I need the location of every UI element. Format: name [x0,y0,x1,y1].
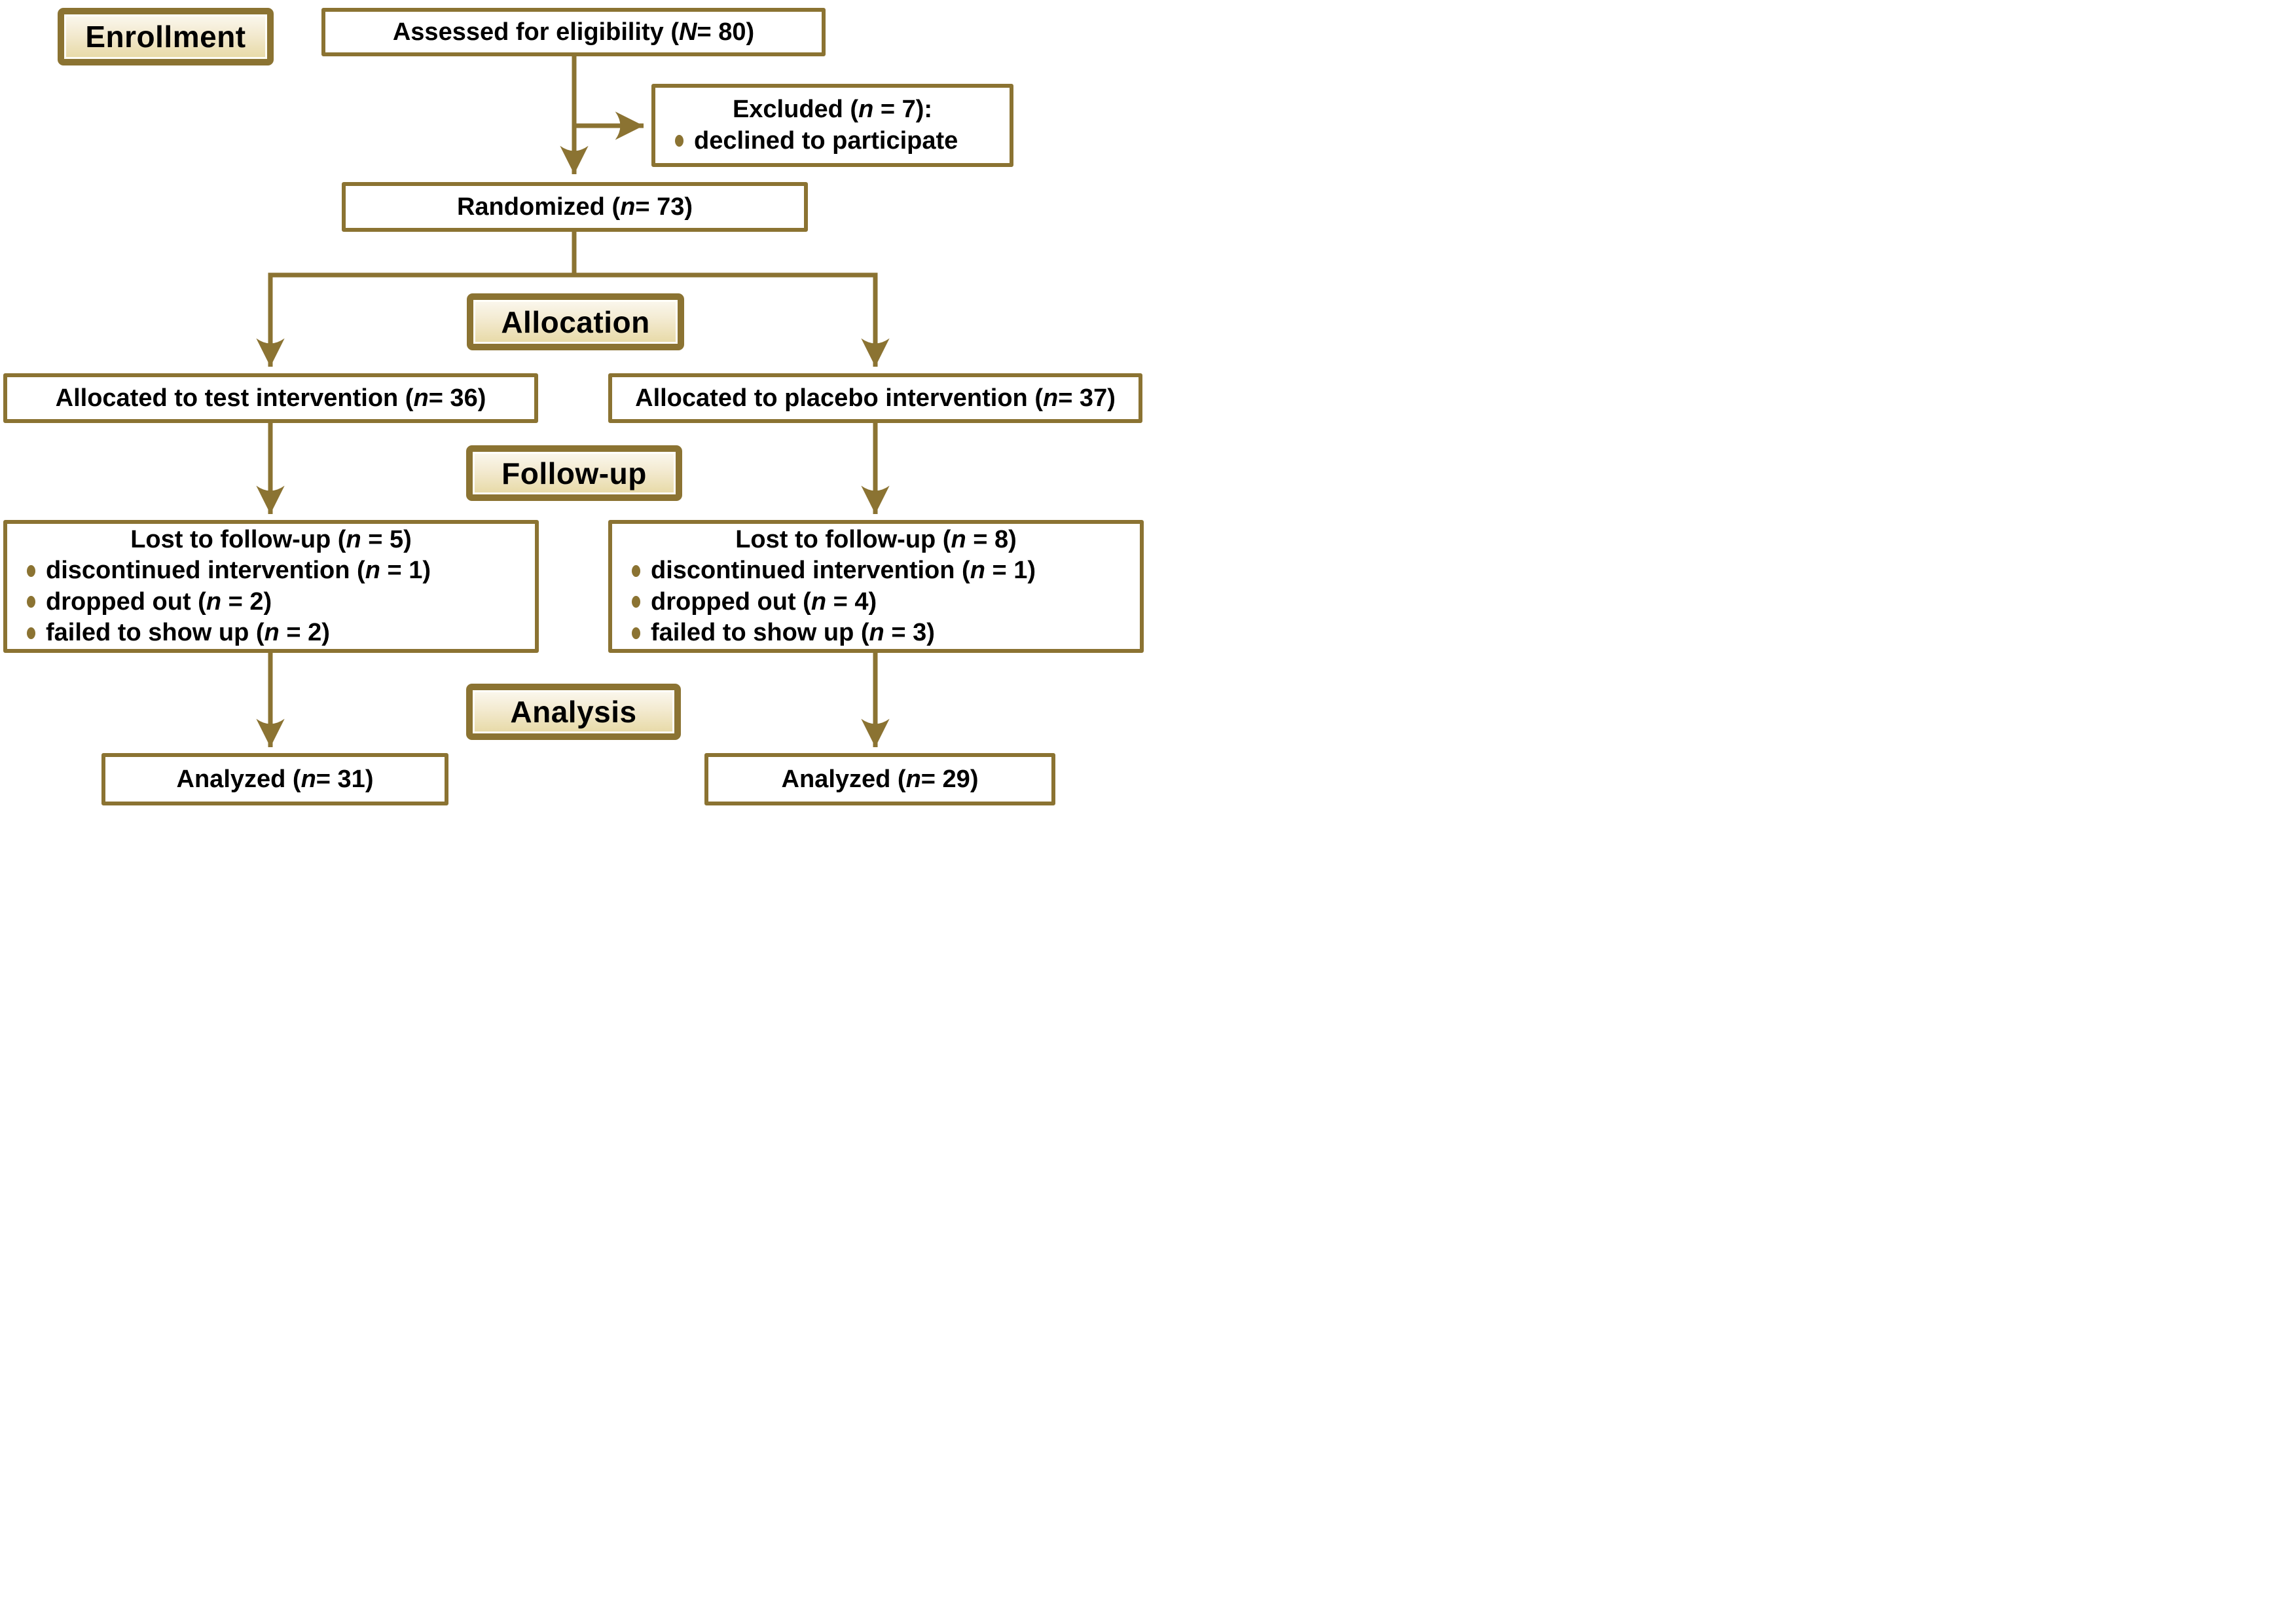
stage-label-allocation: Allocation [467,293,684,350]
box-assessed-eligibility: Assessed for eligibility (N = 80) [321,8,826,56]
stage-label-analysis-text: Analysis [510,695,637,729]
box-lost-followup-test: Lost to follow-up (n = 5) discontinued i… [3,520,539,653]
box-allocated-placebo: Allocated to placebo intervention (n = 3… [608,373,1142,423]
bullet-icon [632,627,640,639]
consort-flow-diagram: Enrollment Allocation Follow-up Analysis… [0,0,1148,812]
lost-placebo-item: discontinued intervention (n = 1) [619,555,1133,587]
excluded-reason-text: declined to participate [694,126,958,155]
stage-label-allocation-text: Allocation [501,304,650,339]
lost-placebo-item: failed to show up (n = 3) [619,618,1133,649]
stage-label-followup: Follow-up [466,445,682,501]
assessed-nvar: N [679,18,697,46]
lost-test-item: discontinued intervention (n = 1) [14,555,528,587]
box-lost-followup-placebo: Lost to follow-up (n = 8) discontinued i… [608,520,1144,653]
box-allocated-test: Allocated to test intervention (n = 36) [3,373,538,423]
stage-label-followup-text: Follow-up [501,456,647,490]
lost-placebo-title: Lost to follow-up (n = 8) [735,525,1017,553]
bullet-icon [632,564,640,577]
lost-test-title: Lost to follow-up (n = 5) [130,525,412,553]
stage-label-analysis: Analysis [466,684,681,740]
bullet-icon [632,596,640,608]
box-analyzed-test: Analyzed (n = 31) [101,753,448,805]
assessed-count: = 80) [697,18,755,46]
lost-test-item: failed to show up (n = 2) [14,618,528,649]
box-analyzed-placebo: Analyzed (n = 29) [704,753,1055,805]
excluded-reason-item: declined to participate [662,126,1003,157]
lost-test-item: dropped out (n = 2) [14,587,528,618]
assessed-text: Assessed for eligibility ( [392,18,679,46]
stage-label-enrollment: Enrollment [58,8,274,65]
stage-label-enrollment-text: Enrollment [85,20,246,54]
bullet-icon [27,596,35,608]
excluded-title: Excluded (n = 7): [732,96,933,123]
bullet-icon [675,135,683,147]
box-randomized: Randomized (n = 73) [342,182,808,232]
bullet-icon [27,627,35,639]
box-excluded: Excluded (n = 7): declined to participat… [651,84,1013,167]
flow-arrows [256,56,890,747]
bullet-icon [27,564,35,577]
lost-placebo-item: dropped out (n = 4) [619,587,1133,618]
